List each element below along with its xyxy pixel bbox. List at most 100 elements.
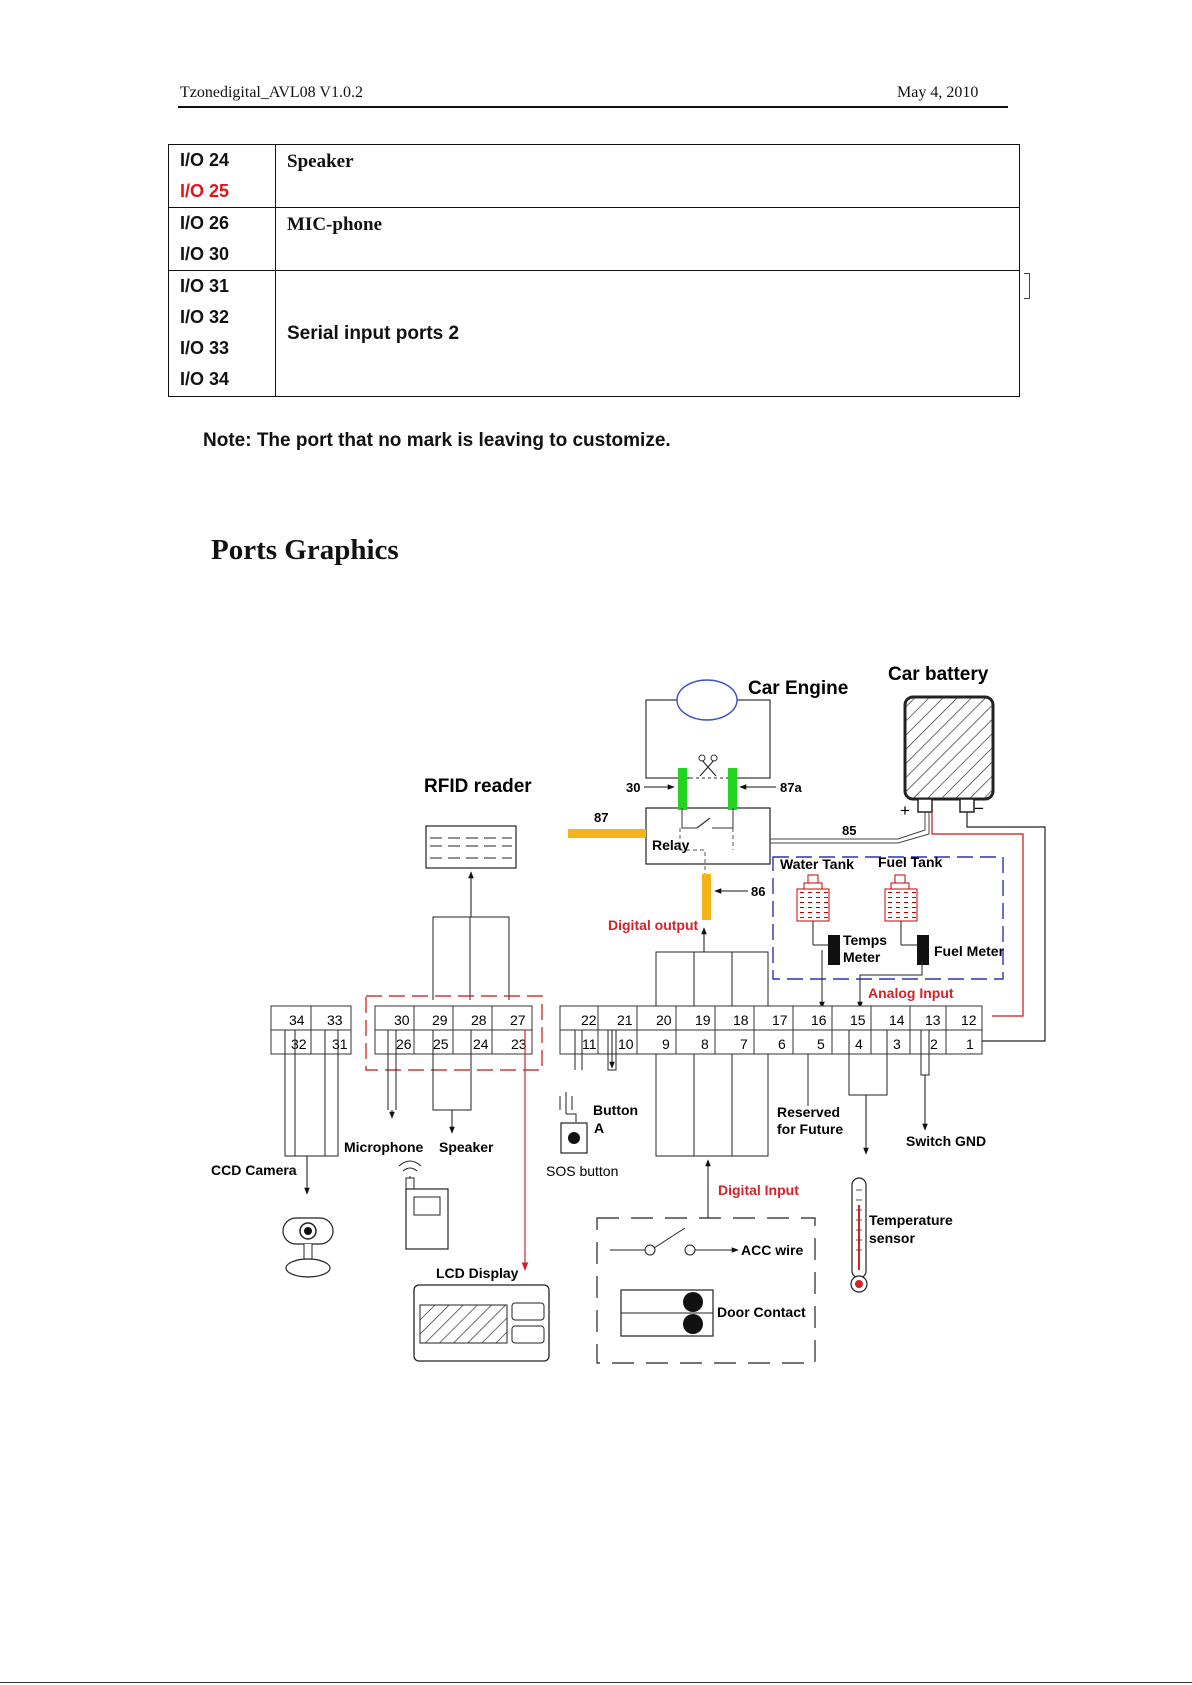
lcd-display: LCD Display (413, 1265, 550, 1362)
pin-13: 13 (925, 1012, 941, 1028)
microphone-label: Microphone (344, 1139, 424, 1155)
car-engine-label: Car Engine (748, 678, 848, 699)
terminal-block-3: 22 21 20 19 18 17 16 15 14 13 12 11 10 9… (559, 927, 983, 1218)
section-title: Ports Graphics (211, 534, 399, 566)
sos-button: SOS button Button A (546, 1092, 638, 1179)
pin-15: 15 (850, 1012, 866, 1028)
pin-23: 23 (511, 1036, 527, 1052)
phone-icon (398, 1160, 449, 1250)
sos-button-label: SOS button (546, 1163, 618, 1179)
tank-sensors: Water Tank Fuel Tank Temps Meter Fuel Me… (772, 854, 1005, 1009)
pin-12: 12 (961, 1012, 977, 1028)
pin-label: I/O 30 (180, 244, 230, 264)
ccd-camera-icon (282, 1217, 334, 1278)
button-a-label-2: A (594, 1120, 604, 1136)
switch-gnd-label: Switch GND (906, 1133, 986, 1149)
pin-18: 18 (733, 1012, 749, 1028)
relay-pin-87a: 87a (780, 780, 802, 795)
lcd-display-label: LCD Display (436, 1265, 519, 1281)
relay-pin-30: 30 (626, 780, 640, 795)
description-cell: MIC-phone (275, 207, 1020, 271)
fuel-tank-icon (884, 874, 918, 922)
port-description: MIC-phone (287, 214, 383, 235)
pin-label: I/O 24 (180, 150, 230, 170)
temps-meter-label-2: Meter (843, 949, 881, 965)
digital-output-label: Digital output (608, 917, 699, 933)
pin-24: 24 (473, 1036, 489, 1052)
header-document-title: Tzonedigital_AVL08 V1.0.2 (180, 84, 363, 101)
pin-label: I/O 34 (180, 369, 230, 389)
temperature-sensor-label-1: Temperature (869, 1212, 953, 1228)
description-cell: Serial input ports 2 (275, 270, 1020, 397)
table-row: I/O 26 I/O 30 MIC-phone (168, 207, 1020, 271)
pin-5: 5 (817, 1036, 825, 1052)
pin-22: 22 (581, 1012, 597, 1028)
ccd-camera-label: CCD Camera (211, 1162, 297, 1178)
terminal-block-1: 34 33 32 31 CCD Camera (211, 1005, 352, 1195)
table-row: I/O 24 I/O 25 Speaker (168, 144, 1020, 208)
pin-26: 26 (396, 1036, 412, 1052)
pin-10: 10 (618, 1036, 634, 1052)
relay-pin-85: 85 (842, 823, 856, 838)
door-contact-label: Door Contact (717, 1304, 806, 1320)
pin-3: 3 (893, 1036, 901, 1052)
pin-31: 31 (332, 1036, 348, 1052)
pin-4: 4 (855, 1036, 863, 1052)
pin-30: 30 (394, 1012, 410, 1028)
pin-29: 29 (432, 1012, 448, 1028)
battery-plus-label: + (900, 801, 910, 820)
pin-7: 7 (740, 1036, 748, 1052)
relay-pin-86: 86 (751, 884, 765, 899)
temperature-sensor-label-2: sensor (869, 1230, 915, 1246)
pin-6: 6 (778, 1036, 786, 1052)
fuel-meter-label: Fuel Meter (934, 943, 1005, 959)
pin-cell: I/O 24 I/O 25 (168, 144, 276, 208)
io-port-table: I/O 24 I/O 25 Speaker I/O 26 I/O 30 MIC-… (168, 144, 1020, 397)
pin-9: 9 (662, 1036, 670, 1052)
terminal-block-2: 30 29 28 27 26 25 24 23 Microphone Speak… (344, 995, 543, 1271)
note-text: Note: The port that no mark is leaving t… (203, 430, 671, 451)
pin-label-highlighted: I/O 25 (180, 181, 230, 201)
table-row: I/O 31 I/O 32 I/O 33 I/O 34 Serial input… (168, 270, 1020, 397)
pin-label: I/O 32 (180, 307, 230, 327)
analog-input-label: Analog Input (868, 985, 954, 1001)
pin-20: 20 (656, 1012, 672, 1028)
pin-21: 21 (617, 1012, 633, 1028)
relay-pin-87: 87 (594, 810, 608, 825)
port-description: Serial input ports 2 (287, 322, 460, 344)
edge-bracket-mark (1024, 273, 1030, 299)
header-rule (178, 106, 1008, 108)
pin-32: 32 (291, 1036, 307, 1052)
rfid-reader: RFID reader (424, 776, 532, 1000)
pin-28: 28 (471, 1012, 487, 1028)
pin-2: 2 (930, 1036, 938, 1052)
pin-label: I/O 31 (180, 276, 230, 296)
acc-wire-label: ACC wire (741, 1242, 803, 1258)
description-cell: Speaker (275, 144, 1020, 208)
header-date: May 4, 2010 (897, 84, 979, 101)
pin-label: I/O 33 (180, 338, 230, 358)
pin-8: 8 (701, 1036, 709, 1052)
car-engine: Car Engine (645, 678, 848, 779)
relay-label: Relay (652, 837, 690, 853)
pin-25: 25 (433, 1036, 449, 1052)
temps-meter-label-1: Temps (843, 932, 887, 948)
reserved-label-2: for Future (777, 1121, 843, 1137)
port-description: Speaker (287, 151, 354, 172)
pin-label: I/O 26 (180, 213, 230, 233)
pin-cell: I/O 26 I/O 30 (168, 207, 276, 271)
fuel-tank-label: Fuel Tank (878, 854, 943, 870)
digital-input-devices: ACC wire Door Contact (596, 1217, 816, 1364)
pin-33: 33 (327, 1012, 343, 1028)
pin-cell: I/O 31 I/O 32 I/O 33 I/O 34 (168, 270, 276, 397)
pin-19: 19 (695, 1012, 711, 1028)
digital-input-label: Digital Input (718, 1182, 799, 1198)
water-tank-label: Water Tank (780, 856, 854, 872)
rfid-reader-label: RFID reader (424, 776, 532, 797)
pin-1: 1 (966, 1036, 974, 1052)
relay: Relay 30 87a 87 85 86 Digital output (568, 768, 930, 933)
pin-27: 27 (510, 1012, 526, 1028)
pin-34: 34 (289, 1012, 305, 1028)
button-a-label-1: Button (593, 1102, 638, 1118)
